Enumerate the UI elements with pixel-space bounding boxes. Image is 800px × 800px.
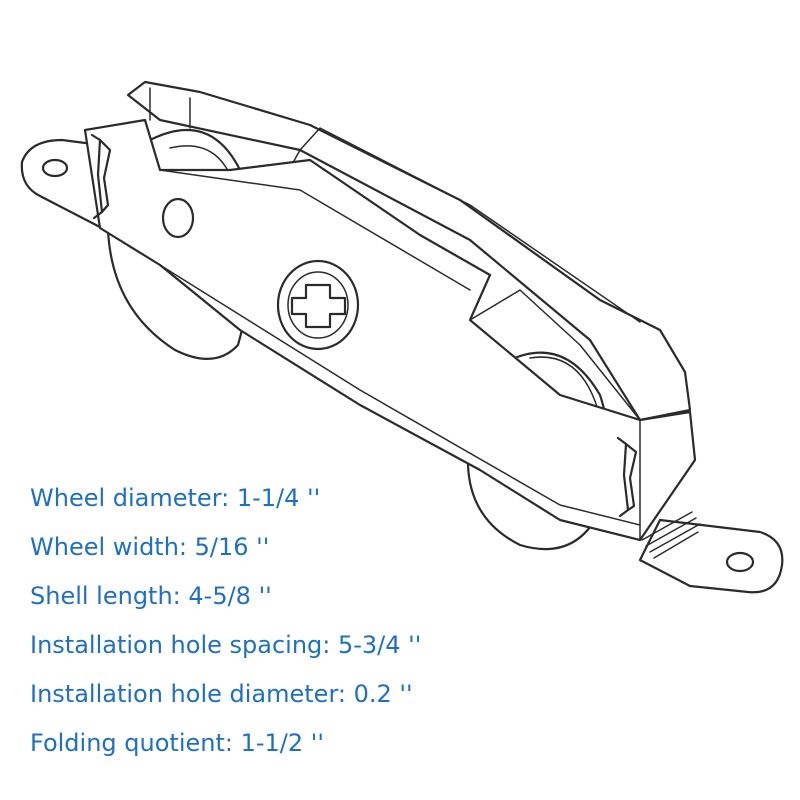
right-mounting-tab <box>638 511 784 594</box>
spec-wheel-width: Wheel width: 5/16 '' <box>30 533 270 561</box>
spec-shell-length: Shell length: 4-5/8 '' <box>30 582 272 610</box>
left-mounting-hole <box>41 158 69 178</box>
spec-list: Wheel diameter: 1-1/4 '' Wheel width: 5/… <box>30 474 421 768</box>
housing-side-plate <box>83 118 697 542</box>
left-clip-bracket <box>90 133 112 220</box>
right-clip-bracket <box>616 436 638 518</box>
spec-hole-spacing: Installation hole spacing: 5-3/4 '' <box>30 631 422 659</box>
adjustment-screw <box>641 511 701 559</box>
spec-wheel-diameter: Wheel diameter: 1-1/4 '' <box>30 484 321 512</box>
spec-hole-diameter: Installation hole diameter: 0.2 '' <box>30 680 413 708</box>
spec-folding-quotient: Folding quotient: 1-1/2 '' <box>30 729 324 757</box>
axle-bolt <box>276 259 360 351</box>
side-plate-hole <box>161 197 195 239</box>
right-mounting-hole <box>725 551 755 573</box>
housing-top <box>126 80 692 422</box>
